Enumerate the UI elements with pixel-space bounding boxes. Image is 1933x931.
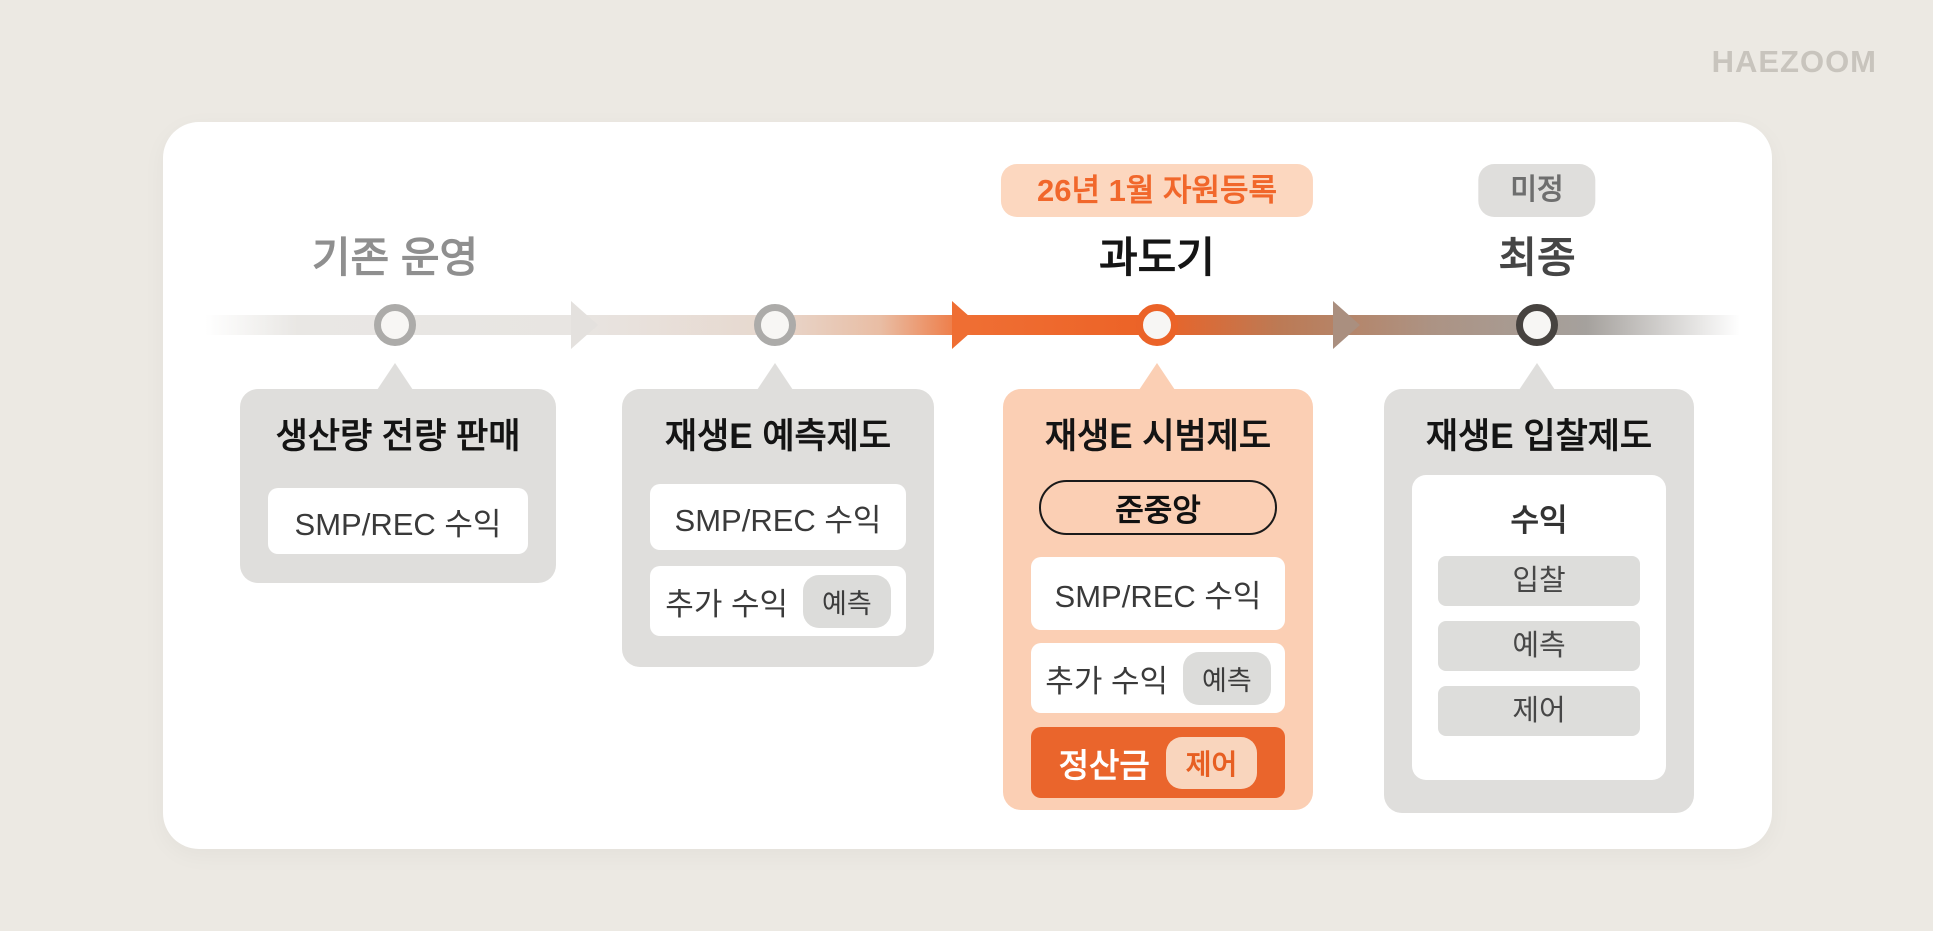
card-pilot-scheme: 재생E 시범제도 준중앙 SMP/REC 수익 추가 수익 예측 정산금 제어 [1003, 389, 1313, 810]
timeline-node-1 [374, 304, 416, 346]
revenue-group: 수익 입찰 예측 제어 [1412, 475, 1666, 780]
stage-title-final: 최종 [1498, 234, 1576, 281]
timeline-arrow-icon [571, 301, 598, 349]
stage-title-existing: 기존 운영 [311, 234, 479, 281]
revenue-item-label: 추가 수익 [1045, 663, 1168, 699]
revenue-item-label: SMP/REC 수익 [674, 502, 882, 538]
card-title: 재생E 예측제도 [664, 417, 892, 456]
group-item-control: 제어 [1438, 686, 1640, 736]
settlement-label: 정산금 [1058, 746, 1150, 784]
timeline-node-4 [1516, 304, 1558, 346]
main-panel: 26년 1월 자원등록 미정 기존 운영 과도기 최종 생산량 전량 판매 SM… [163, 122, 1772, 849]
group-item-bidding: 입찰 [1438, 556, 1640, 606]
card-bidding-scheme: 재생E 입찰제도 수익 입찰 예측 제어 [1384, 389, 1694, 813]
timeline-node-3-active [1136, 304, 1178, 346]
final-tbd-badge: 미정 [1478, 164, 1596, 217]
control-tag: 제어 [1165, 736, 1258, 789]
revenue-item: 추가 수익 예측 [650, 566, 906, 636]
revenue-item: SMP/REC 수익 [1031, 557, 1285, 630]
revenue-item-label: 추가 수익 [665, 586, 788, 622]
card-title: 재생E 입찰제도 [1425, 417, 1653, 456]
timeline-arrow-icon [952, 301, 979, 349]
card-notch [757, 363, 793, 390]
revenue-group-title: 수익 [1510, 503, 1568, 538]
stage-title-transition: 과도기 [1099, 234, 1215, 281]
transition-date-badge: 26년 1월 자원등록 [1000, 164, 1314, 217]
revenue-item-label: SMP/REC 수익 [1054, 579, 1262, 614]
card-notch [377, 363, 413, 390]
revenue-item: SMP/REC 수익 [650, 484, 906, 550]
settlement-item: 정산금 제어 [1031, 727, 1285, 798]
card-full-sale: 생산량 전량 판매 SMP/REC 수익 [240, 389, 556, 583]
forecast-tag: 예측 [1183, 651, 1271, 705]
card-forecast-scheme: 재생E 예측제도 SMP/REC 수익 추가 수익 예측 [622, 389, 934, 667]
card-title: 재생E 시범제도 [1044, 417, 1272, 456]
revenue-item-label: SMP/REC 수익 [294, 506, 502, 542]
revenue-item: 추가 수익 예측 [1031, 643, 1285, 713]
card-notch [1139, 363, 1175, 390]
forecast-tag: 예측 [803, 574, 891, 628]
card-notch [1519, 363, 1555, 390]
semi-central-pill: 준중앙 [1039, 480, 1277, 535]
card-title: 생산량 전량 판매 [275, 417, 521, 456]
haezoom-logo: HAEZOOM [1711, 44, 1877, 79]
timeline-node-2 [754, 304, 796, 346]
timeline-arrow-icon [1333, 301, 1360, 349]
group-item-forecast: 예측 [1438, 621, 1640, 671]
revenue-item: SMP/REC 수익 [268, 488, 528, 554]
